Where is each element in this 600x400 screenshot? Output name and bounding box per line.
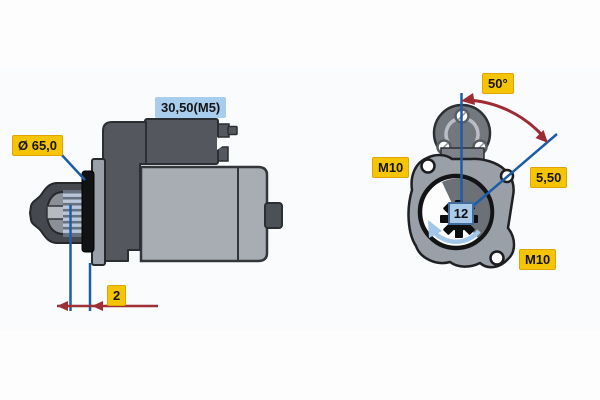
terminal-thread-label: 30,50(M5): [155, 97, 227, 118]
angle-arc: [466, 98, 543, 136]
diameter-leader-line: [59, 152, 86, 181]
angle-reference-inclined: [472, 133, 558, 207]
rotation-arrow: [431, 229, 481, 244]
drive-housing: [102, 121, 147, 262]
pinion-diameter-label: Ø 65,0: [12, 135, 64, 156]
bolt-thread-label-left: M10: [372, 157, 410, 178]
mounting-angle-label: 50°: [482, 73, 514, 94]
solenoid-notch: [217, 137, 227, 150]
dimension-arrowhead-inner: [92, 301, 103, 311]
dimension-arrowhead-outer: [57, 301, 68, 311]
flange-hole-m10-left: [420, 158, 436, 174]
solenoid-body: [144, 118, 219, 165]
pinion-teeth-count-badge: 12: [448, 202, 474, 225]
rotation-arrowhead: [428, 220, 442, 238]
spacer-ring: [81, 170, 95, 253]
motor-housing: [139, 165, 269, 263]
side-view: [29, 118, 283, 311]
pinion-offset-label: 2: [107, 285, 127, 306]
solenoid-terminal-stud-m5: [227, 125, 238, 136]
rear-stud: [264, 202, 283, 229]
bolt-thread-label-right: M10: [519, 249, 557, 270]
angle-arc-arrowhead-right: [535, 130, 548, 143]
pinion-gear-side: [63, 190, 84, 237]
flange-hole-m10-right: [489, 250, 505, 266]
angle-arc-arrowhead-left: [461, 93, 475, 105]
flange-depth-label: 5,50: [530, 167, 568, 188]
